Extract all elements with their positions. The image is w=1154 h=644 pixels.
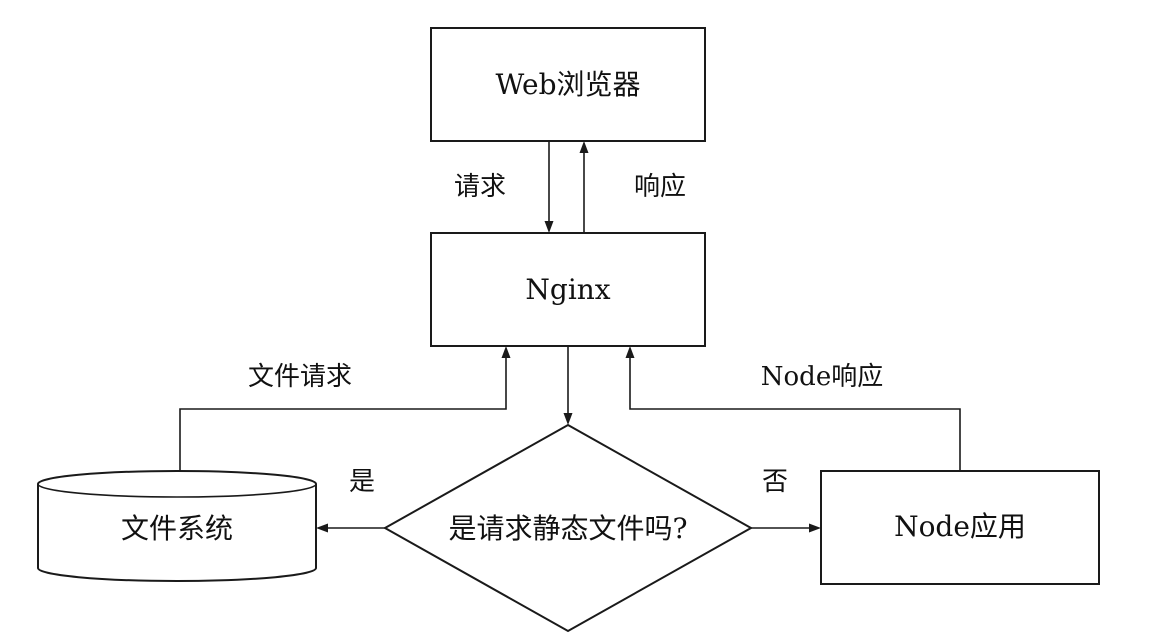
filesystem-label: 文件系统: [121, 512, 233, 545]
request-label: 请求: [454, 172, 506, 202]
decision-node: 是请求静态文件吗?: [382, 423, 754, 633]
node-response-arrow: [625, 346, 961, 471]
filesystem-node: 文件系统: [37, 470, 317, 582]
node-app-label: Node应用: [894, 510, 1026, 543]
decision-diamond: [382, 423, 754, 633]
file-request-arrowhead: [501, 346, 511, 358]
decision-label: 是请求静态文件吗?: [448, 512, 687, 545]
node-response-line: [629, 357, 961, 471]
nginx-to-decision-arrow: [563, 346, 573, 425]
nginx-label: Nginx: [525, 273, 610, 306]
filesystem-cylinder-body: [37, 470, 317, 582]
no-label: 否: [762, 467, 788, 497]
no-arrowhead: [809, 523, 821, 533]
browser-label: Web浏览器: [496, 68, 641, 101]
response-label: 响应: [634, 172, 686, 202]
browser-box: [430, 27, 706, 142]
nginx-box: [430, 232, 706, 347]
request-arrowhead: [544, 221, 554, 233]
nginx-node: Nginx: [430, 232, 706, 347]
yes-label: 是: [349, 467, 375, 497]
node-app-box: [820, 470, 1100, 585]
no-arrow: [751, 523, 821, 533]
file-request-arrow: [179, 346, 511, 471]
node-app-node: Node应用: [820, 470, 1100, 585]
node-response-label: Node响应: [761, 362, 883, 392]
file-request-line: [179, 357, 507, 471]
yes-arrow: [316, 523, 385, 533]
request-arrow: [544, 141, 554, 233]
file-request-label: 文件请求: [248, 362, 352, 392]
nginx-to-decision-arrowhead: [563, 413, 573, 425]
filesystem-cylinder-top: [37, 483, 317, 498]
yes-arrowhead: [316, 523, 328, 533]
response-arrowhead: [579, 141, 589, 153]
response-arrow: [579, 141, 589, 233]
browser-node: Web浏览器: [430, 27, 706, 142]
node-response-arrowhead: [625, 346, 635, 358]
